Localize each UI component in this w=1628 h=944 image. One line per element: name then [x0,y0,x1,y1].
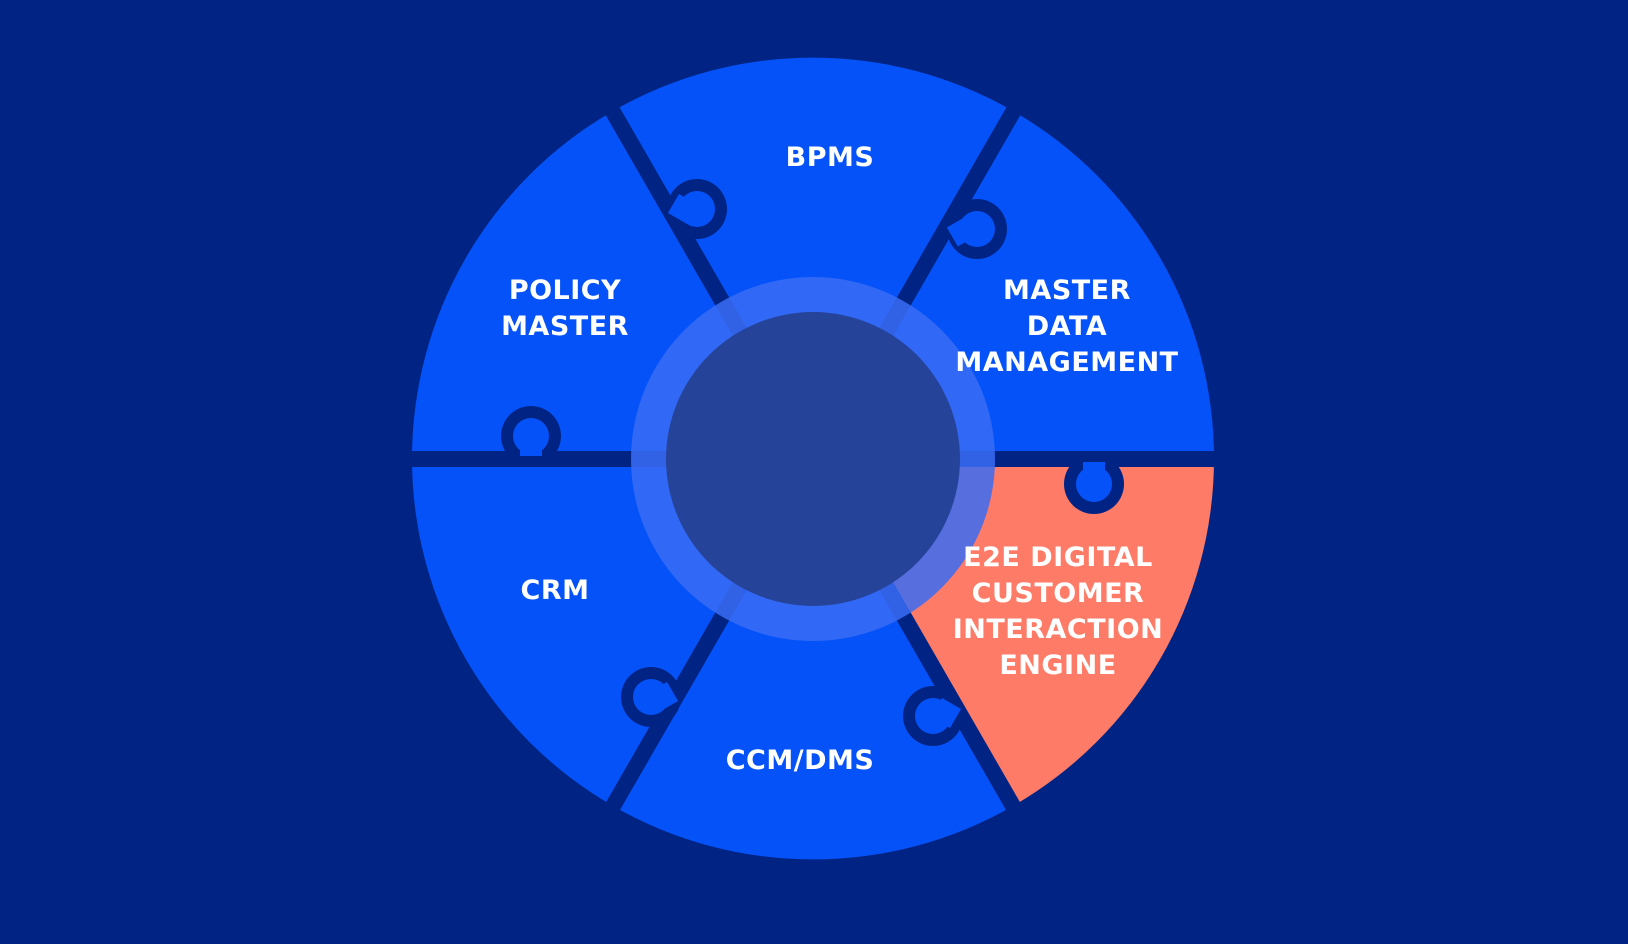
knob-policy-master [501,406,561,466]
segment-bpms [613,57,1013,459]
label-crm: CRM [520,575,590,606]
knob-bpms [667,179,727,239]
knob-master-data-bottom [1064,454,1124,514]
center-hub [666,312,960,606]
label-e2e-engine: E2E DIGITAL CUSTOMER INTERACTION ENGINE [952,542,1164,681]
label-policy-master: POLICY MASTER [501,275,629,342]
label-master-data-management: MASTER DATA MANAGEMENT [955,275,1179,378]
knob-master-data [946,199,1007,259]
label-bpms: BPMS [785,142,875,173]
segment-ccm-dms [613,459,1013,860]
knob-ccm-dms [903,686,963,746]
knob-crm [621,667,681,727]
label-ccm-dms: CCM/DMS [725,745,875,776]
